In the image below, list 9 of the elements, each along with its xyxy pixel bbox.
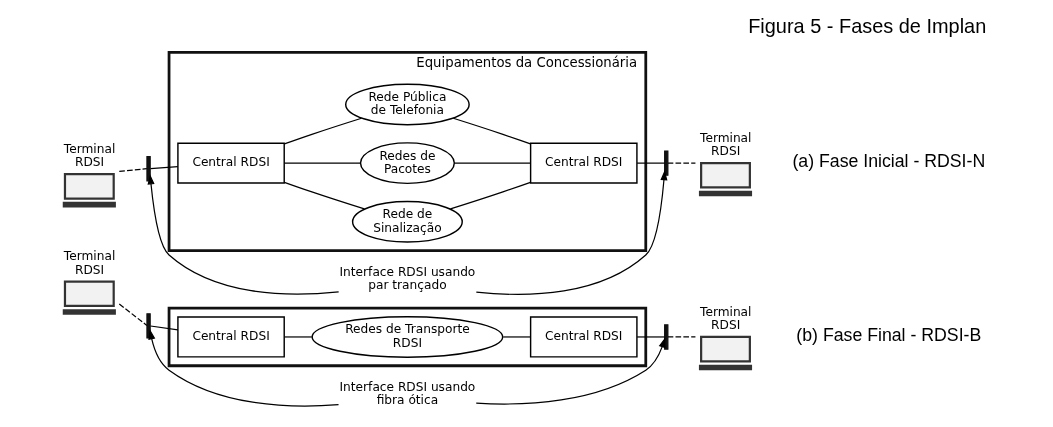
label: (a) Fase Inicial - RDSI-N (791, 151, 985, 172)
node-label: Terminal RDSI (699, 304, 751, 332)
label: (b) Fase Final - RDSI-B (795, 325, 981, 346)
node-label: Terminal RDSI (699, 130, 751, 159)
node-text: Interface RDSI usando fibra ótica (339, 380, 475, 408)
diagram-title: Figura 5 - Fases de Implan (747, 14, 986, 37)
node-label: Terminal RDSI (63, 141, 115, 170)
node-text: Interface RDSI usando par trançado (339, 264, 475, 293)
node-label: Terminal RDSI (63, 249, 115, 277)
